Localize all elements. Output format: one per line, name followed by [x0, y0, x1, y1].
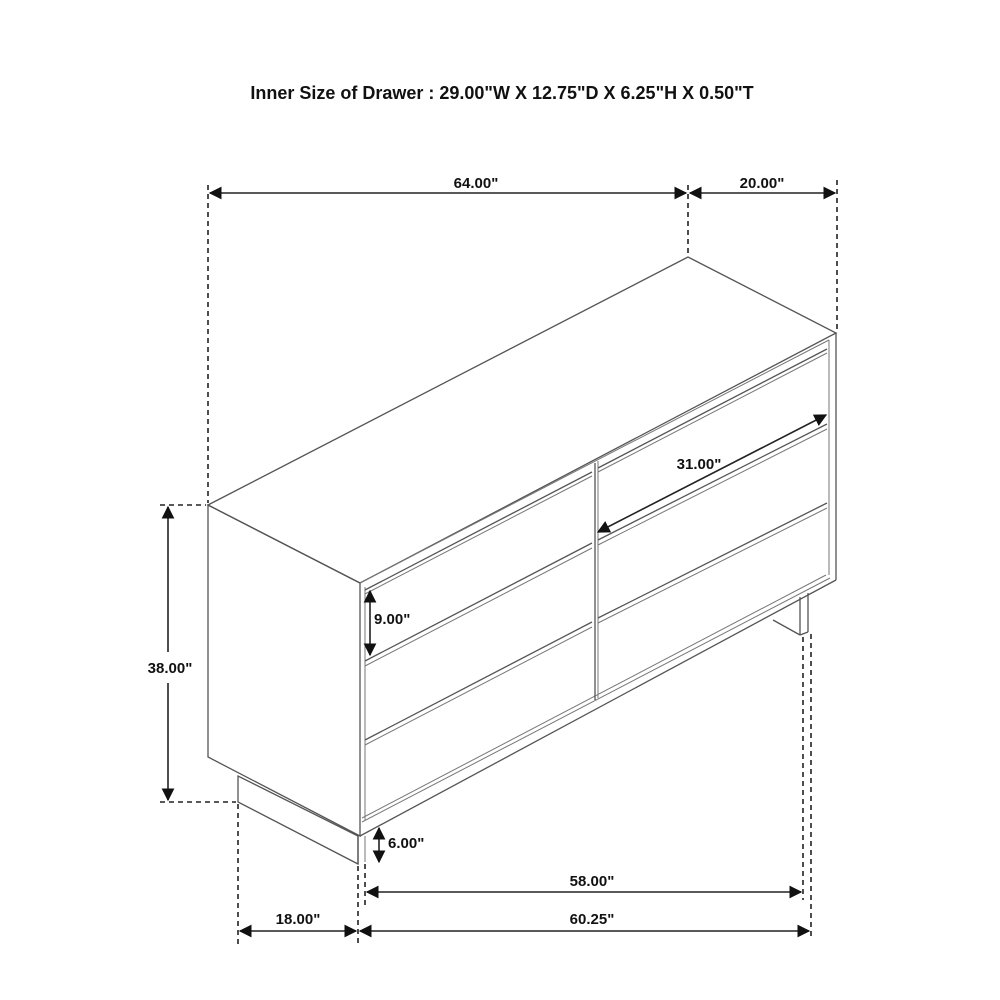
drawer-width-label: 31.00"	[677, 456, 722, 473]
dimension-leg-height: 6.00"	[372, 826, 424, 864]
right-leg	[772, 593, 809, 636]
dimension-drawer-width: 31.00"	[596, 414, 828, 533]
dimension-overall-depth: 20.00"	[688, 175, 837, 200]
overall-depth-label: 20.00"	[740, 175, 785, 192]
overall-height-label: 38.00"	[148, 660, 193, 677]
top-surface	[206, 256, 838, 584]
leg-height-label: 6.00"	[388, 835, 424, 852]
drawer-front-left-column	[364, 471, 593, 746]
left-side-panel	[207, 503, 361, 838]
extension-lines	[160, 180, 838, 945]
dimension-base-depth: 18.00"	[238, 911, 358, 938]
drawer-front-right-column	[597, 348, 828, 624]
base-depth-label: 18.00"	[276, 911, 321, 928]
dimension-overall-width: 64.00"	[208, 175, 688, 200]
inner-drawer-size-title: Inner Size of Drawer : 29.00"W X 12.75"D…	[250, 83, 753, 103]
overall-width-label: 64.00"	[454, 175, 499, 192]
dimension-drawer-height: 9.00"	[363, 589, 410, 657]
leg-inner-span-label: 58.00"	[570, 873, 615, 890]
dimension-leg-inner-span: 58.00"	[365, 873, 803, 899]
dresser-body	[206, 256, 838, 866]
left-base-plinth	[237, 774, 359, 866]
dimension-overall-height: 38.00"	[148, 505, 193, 802]
leg-outer-span-label: 60.25"	[570, 911, 615, 928]
drawer-height-label: 9.00"	[374, 611, 410, 628]
dimension-leg-outer-span: 60.25"	[358, 911, 811, 938]
